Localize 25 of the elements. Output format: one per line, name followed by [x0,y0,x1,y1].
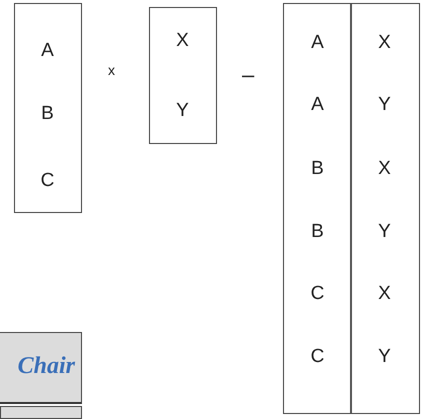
table-cell-text: A [310,32,325,54]
table-box [14,3,82,213]
table-cell-text: Y [175,100,190,122]
table-box [149,7,217,144]
operator-sign: – [242,62,254,88]
table-cell-text: Y [377,346,392,368]
table-cell-text: Y [377,94,392,116]
table-cell-text: B [310,158,325,180]
table-cell-text: A [310,94,325,116]
table-cell-text: X [377,283,392,305]
table-cell-text: X [377,32,392,54]
table-cell-text: C [40,170,56,192]
result-table [283,3,420,414]
table-cell-text: B [40,103,55,125]
table-cell-text: X [377,158,392,180]
header-text: Chair [18,353,75,380]
table-cell-text: Y [377,221,392,243]
operator-sign: x [108,62,115,78]
table-cell-text: X [175,30,190,52]
table-cell-text: A [40,40,55,62]
table-cell-text: B [310,221,325,243]
table-cell [0,406,82,419]
header-cell [0,332,82,404]
table-cell-text: C [310,346,326,368]
table-cell-text: C [310,283,326,305]
